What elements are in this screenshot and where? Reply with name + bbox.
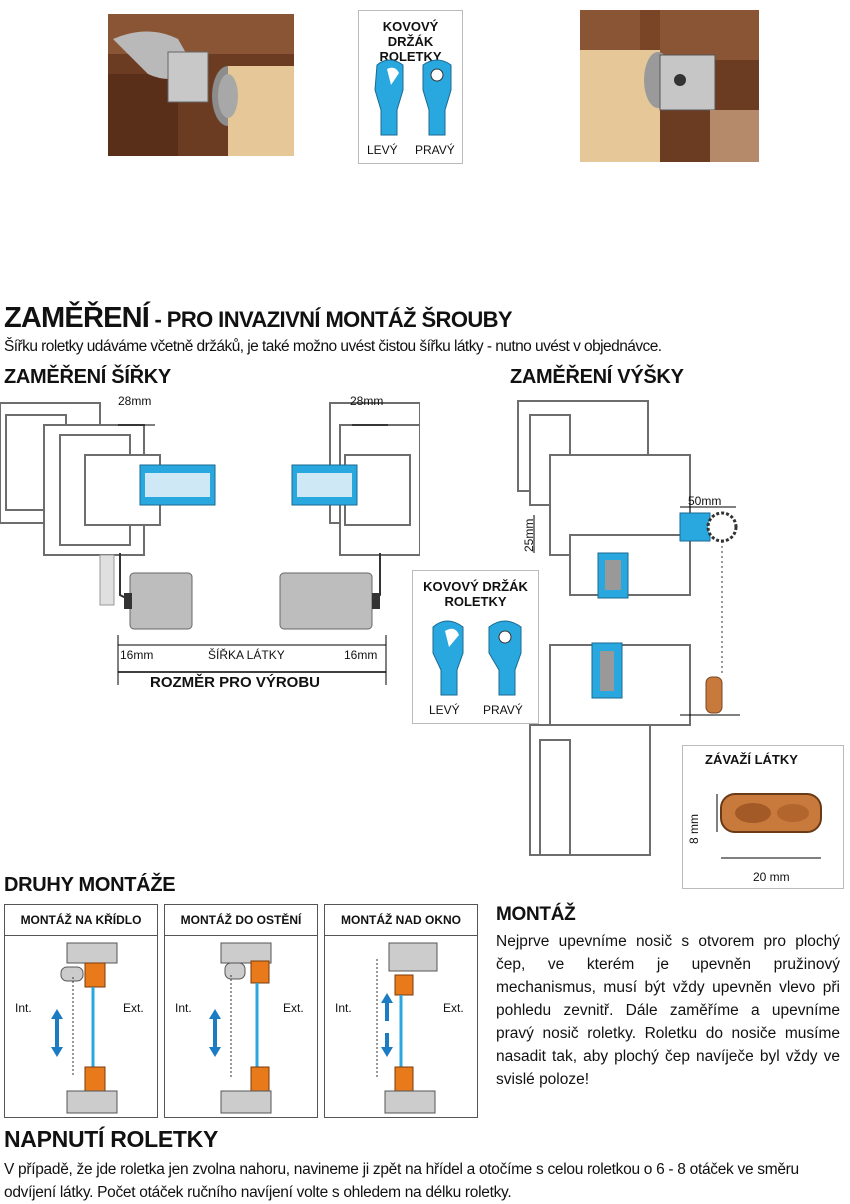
montaz-heading: MONTÁŽ (496, 904, 576, 925)
measurement-subtitle: Šířku roletky udáváme včetně držáků, je … (4, 338, 662, 355)
tension-text: V případě, že jde roletka jen zvolna nah… (4, 1161, 799, 1201)
mount-box-sash: MONTÁŽ NA KŘÍDLO Int. Ext. (4, 904, 158, 1118)
mount-box-title: MONTÁŽ NAD OKNO (325, 905, 477, 936)
bracket-photo-right (580, 10, 759, 162)
dim-25: 25mm (522, 518, 536, 552)
mount-box-reveal: MONTÁŽ DO OSTĚNÍ Int. Ext. (164, 904, 318, 1118)
mount-box-title: MONTÁŽ NA KŘÍDLO (5, 905, 157, 936)
bracket-badge-middle: KOVOVÝ DRŽÁK ROLETKY LEVÝ PRAVÝ (412, 570, 539, 724)
badge-title: KOVOVÝ DRŽÁK ROLETKY (379, 19, 442, 64)
height-heading: ZAMĚŘENÍ VÝŠKY (510, 366, 684, 388)
measurement-title-rest: - PRO INVAZIVNÍ MONTÁŽ ŠROUBY (149, 307, 513, 332)
bracket-badge-top: KOVOVÝ DRŽÁK ROLETKY LEVÝ PRAVÝ (358, 10, 463, 164)
badge-right-label-middle: PRAVÝ (483, 703, 523, 717)
fabric-weight-box: ZÁVAŽÍ LÁTKY 8 mm 20 mm (682, 745, 844, 889)
badge-left-label: LEVÝ (367, 143, 398, 157)
dim-50: 50mm (688, 494, 722, 508)
bracket-photo-left (108, 14, 294, 156)
badge-title-middle: KOVOVÝ DRŽÁK ROLETKY (423, 579, 528, 609)
dim-16-right: 16mm (344, 648, 378, 662)
width-heading: ZAMĚŘENÍ ŠÍŘKY (4, 366, 171, 388)
dim-16-left: 16mm (120, 648, 154, 662)
mount-box-above: MONTÁŽ NAD OKNO Int. Ext. (324, 904, 478, 1118)
fabric-weight-width: 20 mm (753, 870, 790, 884)
dim-28-left: 28mm (118, 394, 152, 408)
mounting-types-title: DRUHY MONTÁŽE (4, 874, 176, 896)
badge-left-label-middle: LEVÝ (429, 703, 460, 717)
interior-label: Int. (15, 1001, 32, 1015)
exterior-label: Ext. (283, 1001, 304, 1015)
exterior-label: Ext. (443, 1001, 464, 1015)
interior-label: Int. (335, 1001, 352, 1015)
fabric-width-label: ŠÍŘKA LÁTKY (208, 648, 285, 662)
interior-label: Int. (175, 1001, 192, 1015)
height-diagram (517, 400, 740, 856)
measurement-title-main: ZAMĚŘENÍ (4, 302, 150, 334)
dim-28-right: 28mm (350, 394, 384, 408)
width-diagram (0, 402, 420, 685)
production-size-label: ROZMĚR PRO VÝROBU (150, 674, 321, 691)
montaz-text: Nejprve upevníme nosič s otvorem pro plo… (496, 933, 840, 1088)
tension-title: NAPNUTÍ ROLETKY (4, 1126, 219, 1152)
mount-box-title: MONTÁŽ DO OSTĚNÍ (165, 905, 317, 936)
fabric-weight-title: ZÁVAŽÍ LÁTKY (705, 752, 798, 767)
fabric-weight-height: 8 mm (687, 814, 701, 844)
badge-right-label: PRAVÝ (415, 143, 455, 157)
measurement-title: ZAMĚŘENÍ - PRO INVAZIVNÍ MONTÁŽ ŠROUBY (4, 302, 513, 335)
exterior-label: Ext. (123, 1001, 144, 1015)
